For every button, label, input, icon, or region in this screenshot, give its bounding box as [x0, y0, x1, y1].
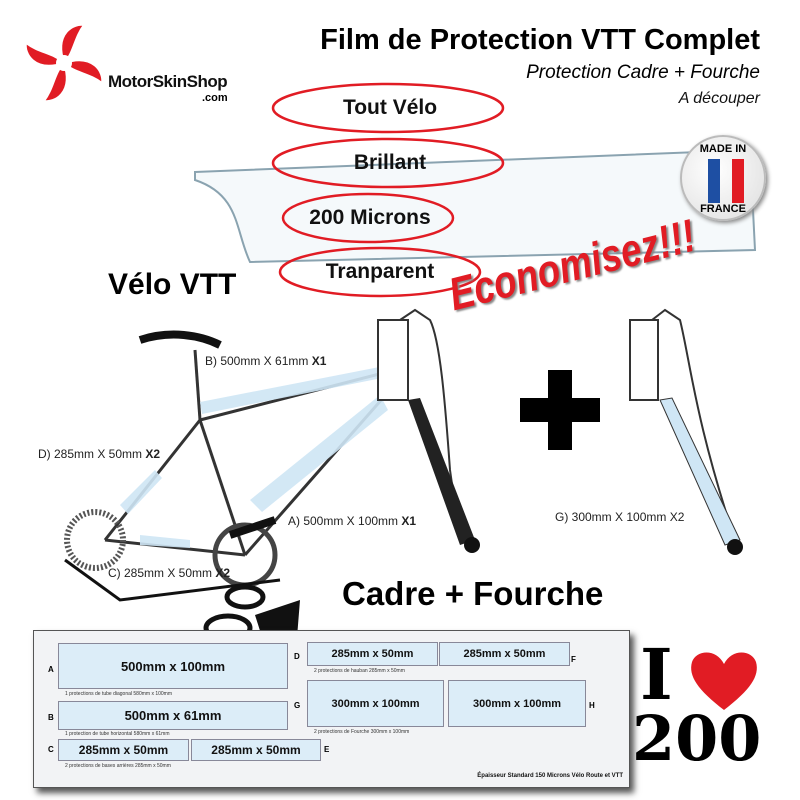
axle-icon [727, 539, 743, 555]
made-in-france-badge: MADE IN FRANCE [680, 135, 766, 221]
feature-pill: 200 Microns [309, 206, 431, 229]
love-letter: I [640, 633, 673, 716]
feature-pill: Tranparent [325, 260, 435, 283]
piece-g: 300mm x 100mm [307, 680, 444, 727]
axle-icon [464, 537, 480, 553]
label-c: C) 285mm X 50mm X2 [108, 566, 231, 580]
page-title: Film de Protection VTT Complet [320, 24, 760, 56]
piece-b: 500mm x 61mm [58, 701, 288, 730]
piece-a: 500mm x 100mm [58, 643, 288, 689]
piece-c: 285mm x 50mm [58, 739, 189, 761]
feature-pill: Brillant [353, 151, 427, 174]
heart-icon [691, 652, 757, 710]
subtitle: Protection Cadre + Fourche [526, 62, 760, 83]
piece-e: 285mm x 50mm [191, 739, 321, 761]
label-b: B) 500mm X 61mm X1 [205, 354, 327, 368]
section-title: Cadre + Fourche [342, 575, 604, 612]
love-number: 200 [632, 702, 762, 775]
logo-flower-icon [24, 23, 104, 103]
label-g: G) 300mm X 100mm X2 [555, 510, 685, 524]
bike-title: Vélo VTT [108, 268, 237, 301]
piece-h: 300mm x 100mm [448, 680, 586, 727]
label-d: D) 285mm X 50mm X2 [38, 447, 161, 461]
cassette-icon [64, 509, 126, 571]
piece-f: 285mm x 50mm [439, 642, 570, 666]
subtitle-cut: A découper [678, 90, 760, 107]
brand-domain: .com [202, 92, 228, 104]
label-a: A) 500mm X 100mm X1 [288, 514, 417, 528]
piece-d: 285mm x 50mm [307, 642, 438, 666]
cutting-sheet: A B C D E F G H 500mm x 100mm 1 protecti… [33, 630, 630, 788]
feature-pill: Tout Vélo [342, 96, 438, 119]
brand-name: MotorSkinShop [108, 72, 228, 91]
